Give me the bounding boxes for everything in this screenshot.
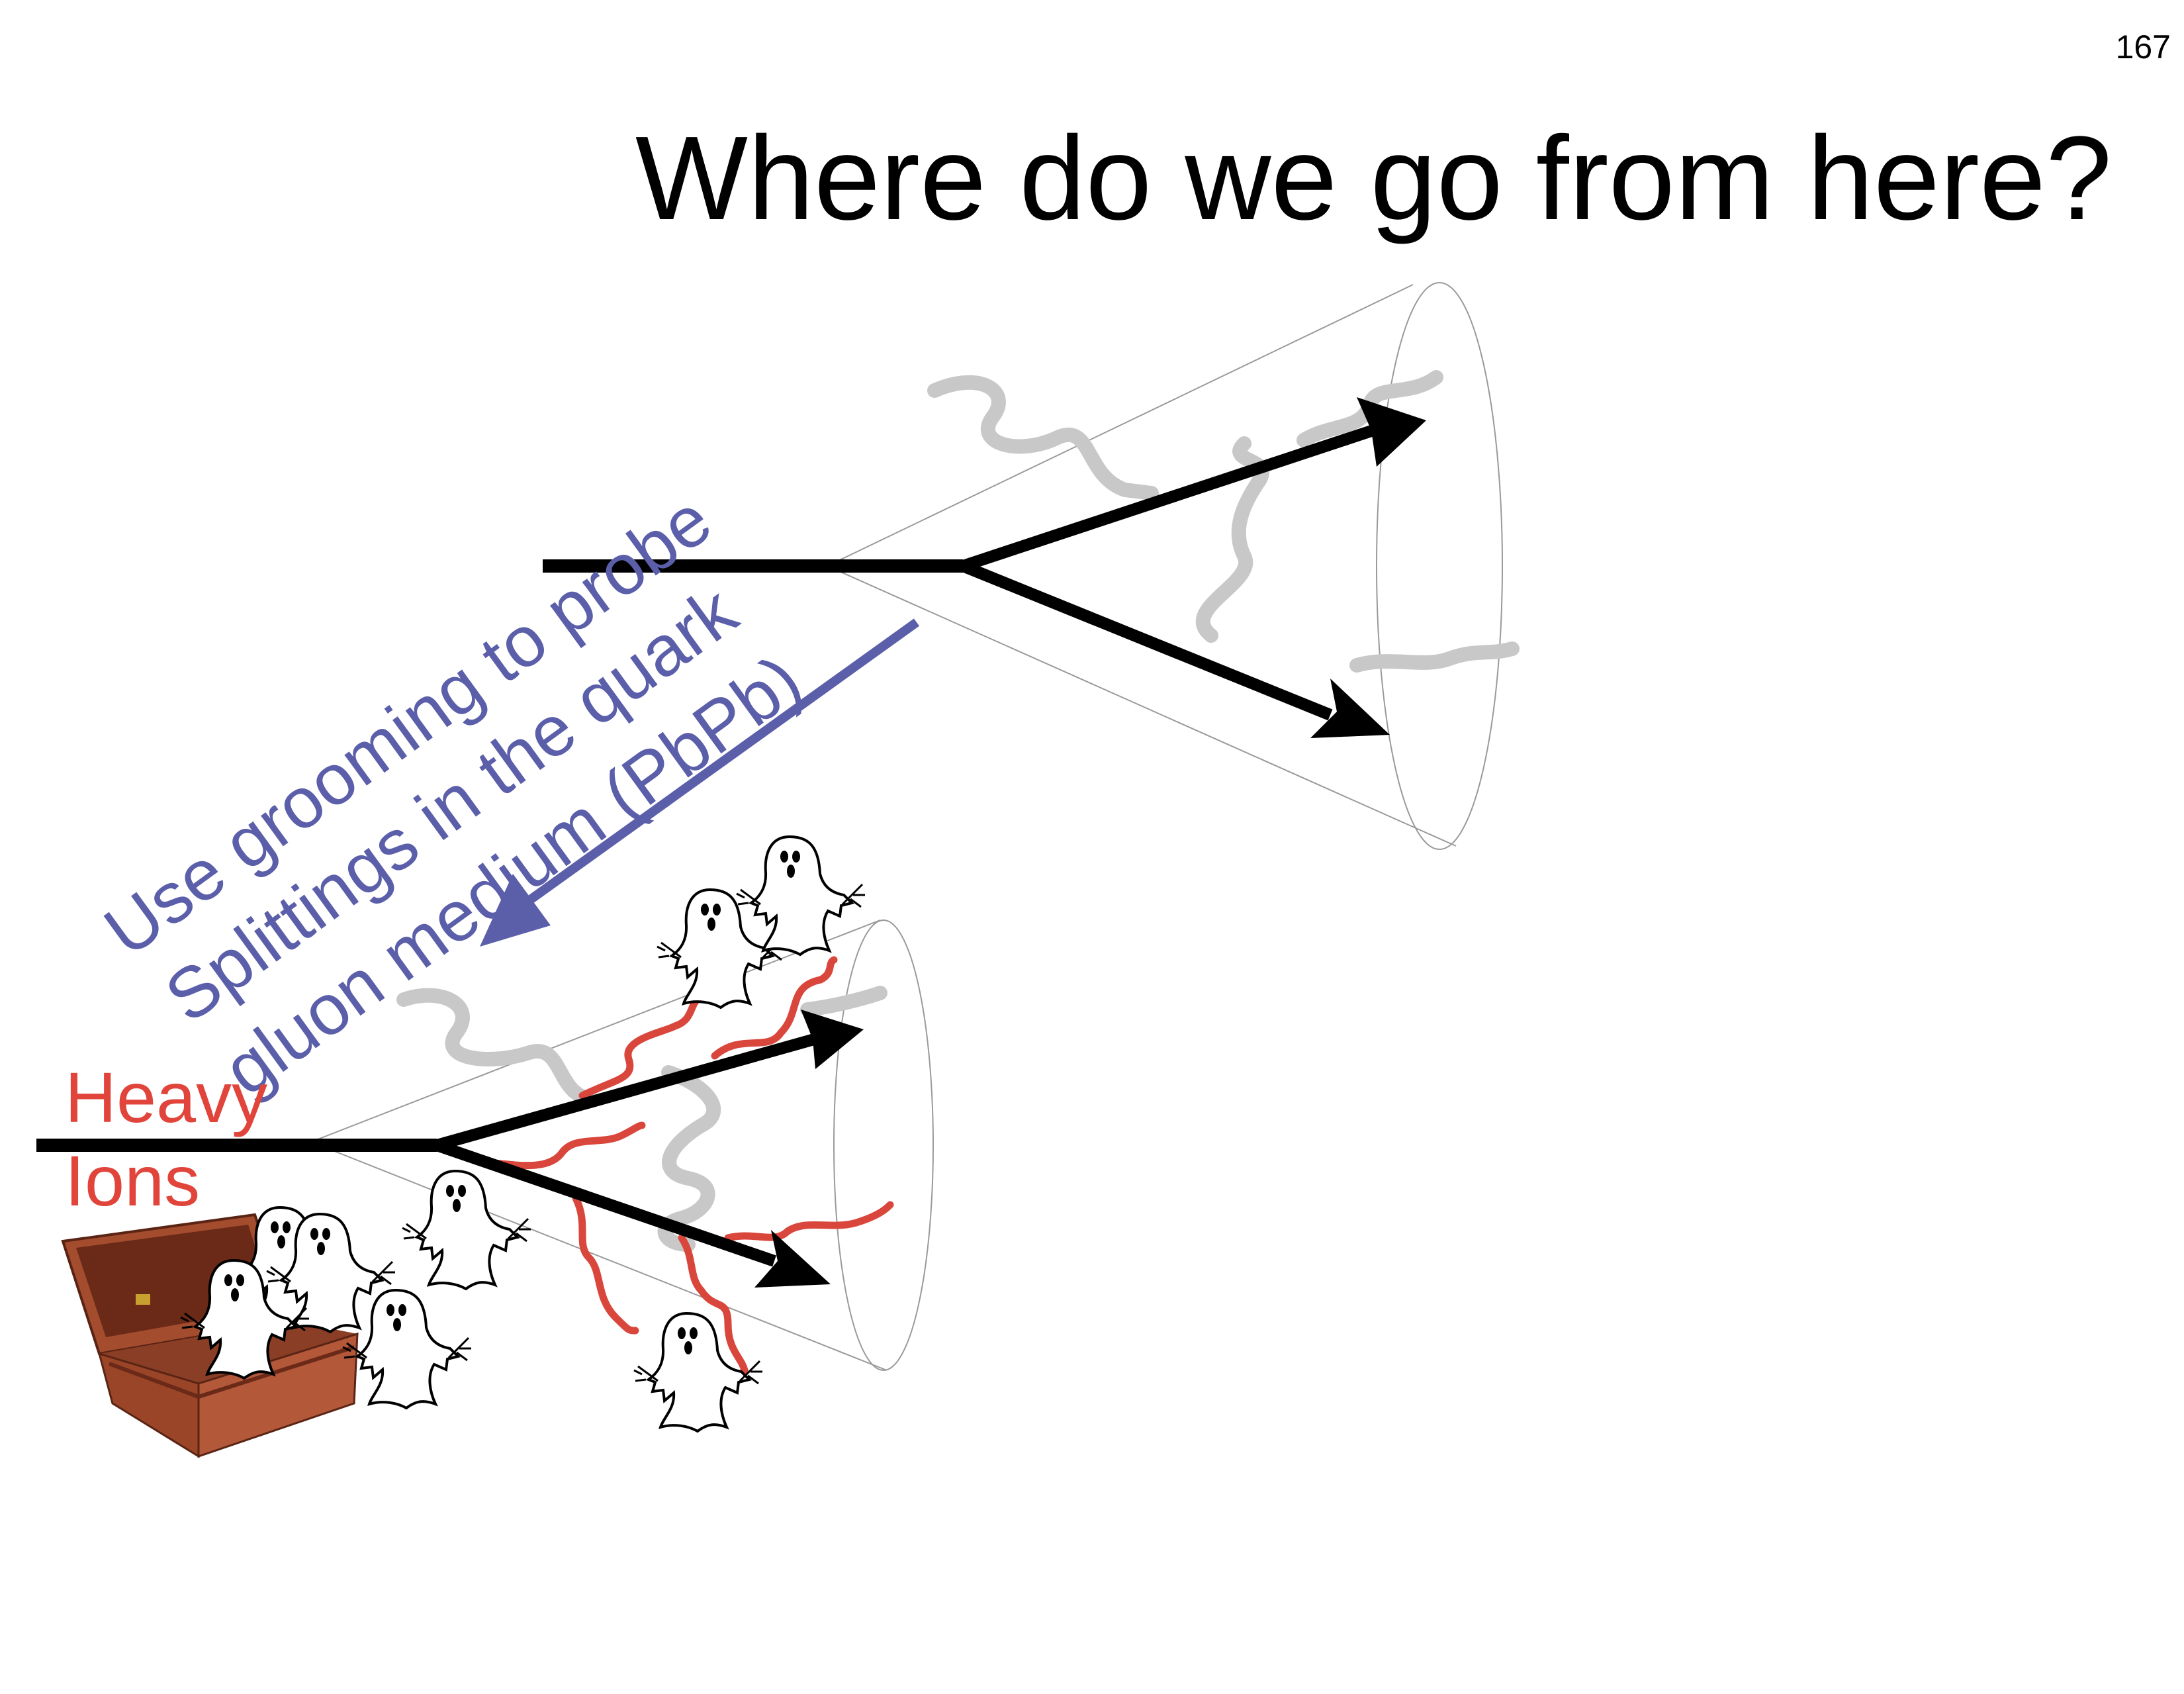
ghost-icon	[401, 1170, 532, 1290]
ghost-icon	[633, 1312, 764, 1433]
slide-number: 167	[2115, 28, 2171, 66]
ghost-icon	[341, 1289, 473, 1409]
heavy-ions-label: Heavy Ions	[65, 1056, 267, 1223]
slide-title: Where do we go from here?	[635, 112, 2113, 245]
top-jet-lines	[543, 397, 1426, 738]
down-left-arrow-icon	[480, 618, 920, 947]
bottom-jet-cone	[310, 919, 934, 1371]
heavy-ions-line-1: Heavy	[65, 1057, 268, 1137]
medium-gluons	[479, 956, 894, 1374]
bottom-jet-lines	[36, 1010, 864, 1288]
top-jet-cone	[827, 282, 1503, 850]
ghost-icon	[735, 835, 866, 956]
heavy-ions-line-2: Ions	[65, 1141, 201, 1221]
